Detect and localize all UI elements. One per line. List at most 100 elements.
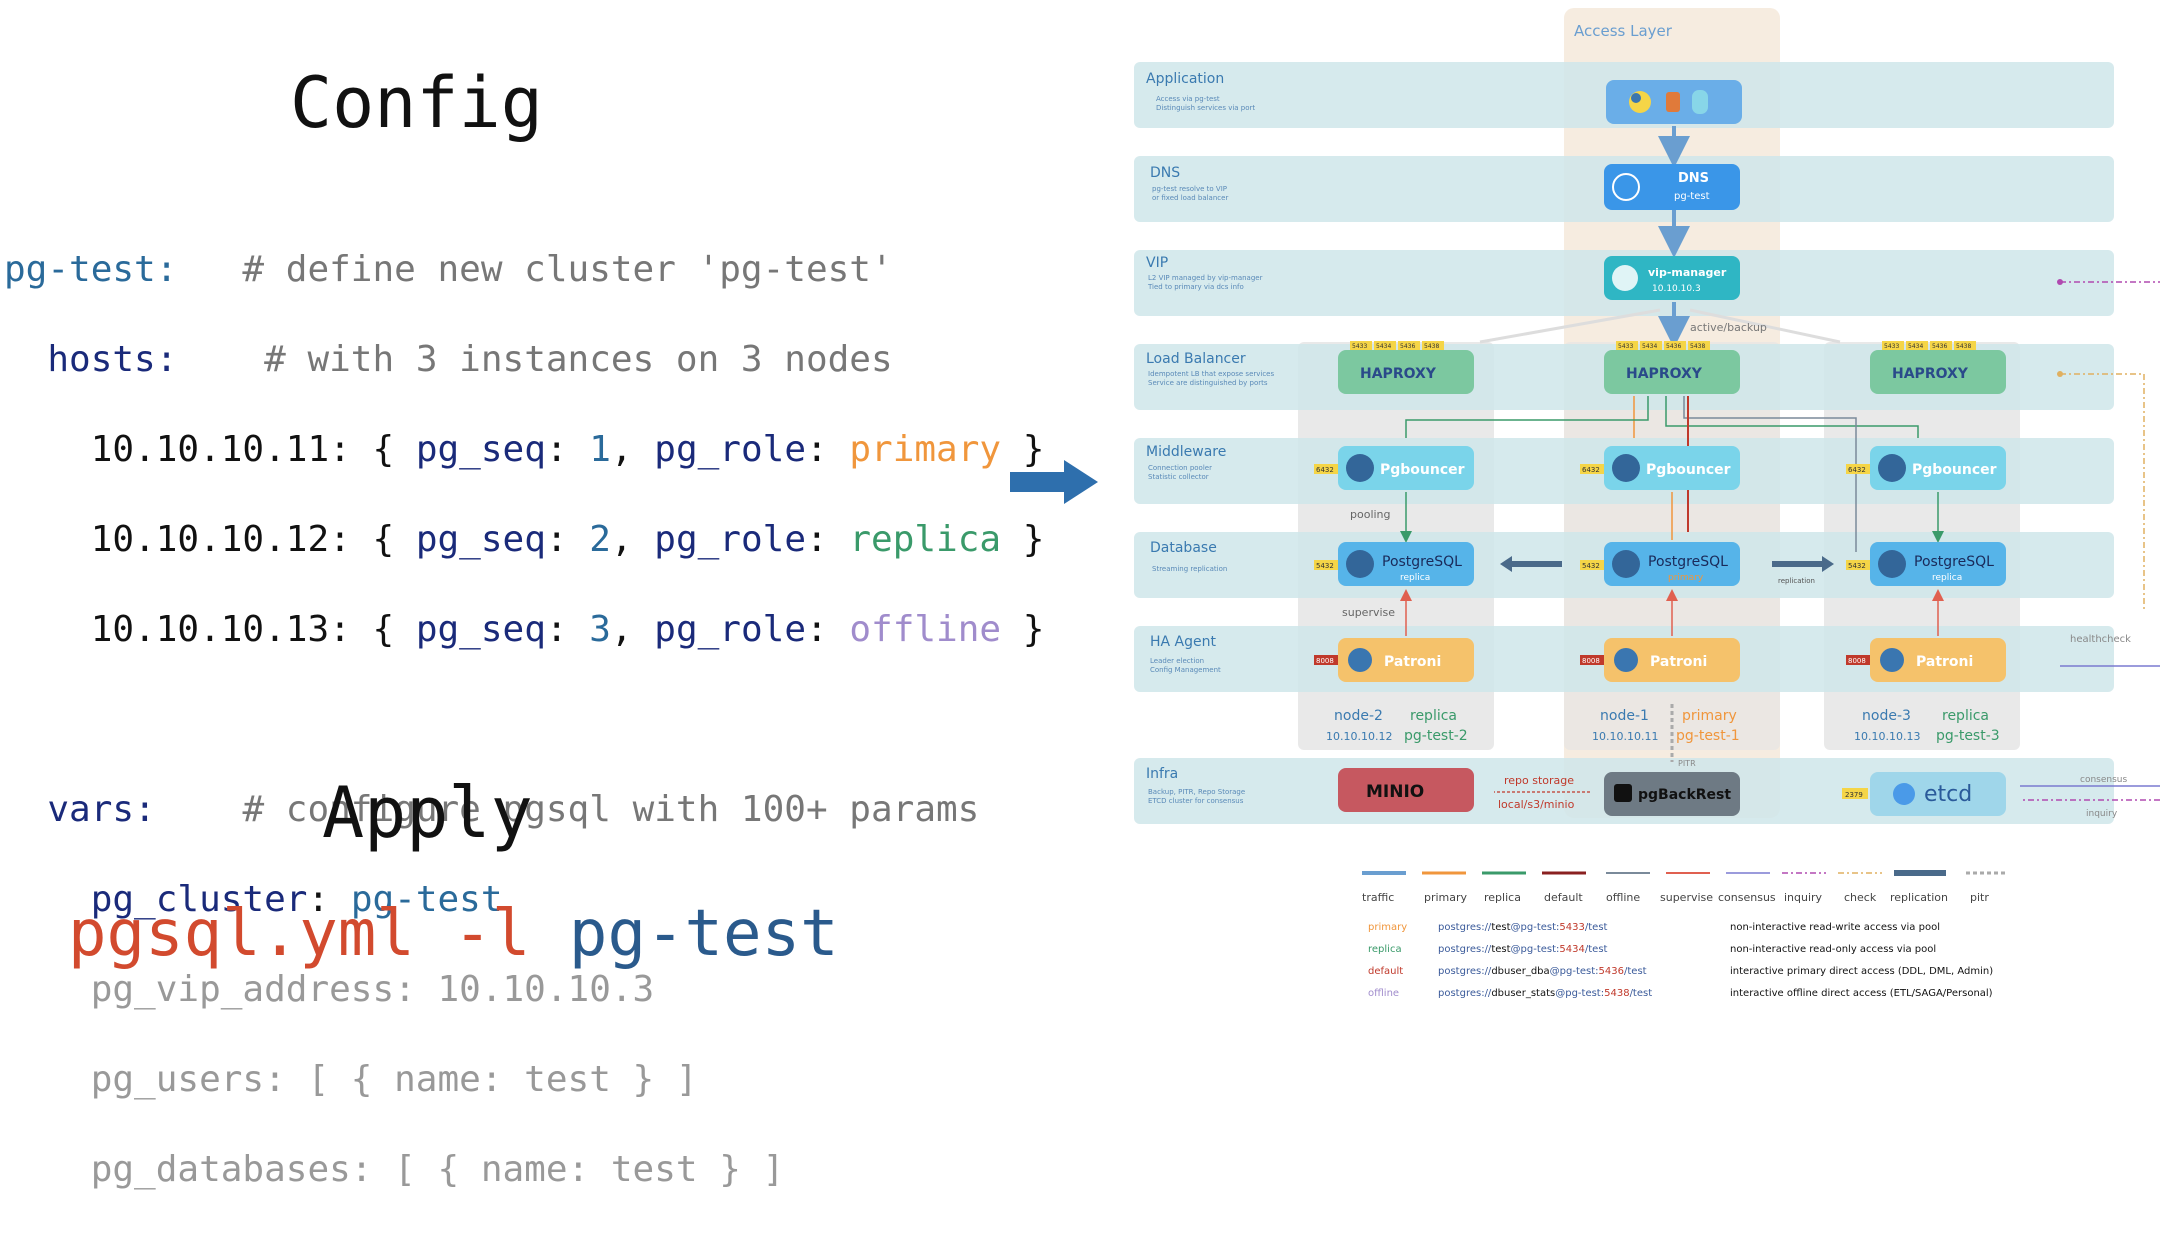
svg-text:6432: 6432	[1848, 466, 1866, 474]
layer-desc-db-1: Streaming replication	[1152, 565, 1227, 573]
svg-text:5433: 5433	[1618, 343, 1633, 350]
svg-text:5432: 5432	[1316, 562, 1334, 570]
layer-desc-dns-1: pg-test resolve to VIP	[1152, 185, 1227, 193]
layer-title-load-balancer: Load Balancer	[1146, 351, 1246, 367]
code-line-hosts: hosts: # with 3 instances on 3 nodes	[47, 339, 893, 380]
svg-text:HAPROXY: HAPROXY	[1892, 366, 1969, 382]
haproxy-node-3: HAPROXY	[1870, 350, 2006, 394]
config-heading: Config	[290, 62, 543, 144]
consensus-label: consensus	[2080, 775, 2127, 785]
svg-text:pg-test-1: pg-test-1	[1676, 728, 1740, 744]
postgres-node-2: PostgreSQL replica 5432	[1314, 542, 1474, 586]
layer-title-database: Database	[1150, 540, 1217, 556]
legend: traffic primary replica default offline …	[1362, 870, 2008, 904]
legend-check: check	[1844, 891, 1877, 904]
layer-desc-application-2: Distinguish services via port	[1156, 104, 1255, 112]
vip-router-icon	[1612, 265, 1638, 291]
python-icon	[1629, 91, 1651, 113]
repo-storage-label: repo storage	[1504, 774, 1574, 787]
legend-primary: primary	[1424, 891, 1468, 904]
svg-text:postgres://test@pg-test:5433/t: postgres://test@pg-test:5433/test	[1438, 922, 1608, 933]
svg-text:PostgreSQL: PostgreSQL	[1648, 554, 1728, 570]
go-icon	[1692, 90, 1708, 114]
svg-text:interactive primary direct acc: interactive primary direct access (DDL, …	[1730, 966, 1993, 977]
code-line-pg-cluster: pg_cluster: pg-test	[90, 879, 503, 920]
svg-text:primary: primary	[1368, 922, 1407, 933]
legend-replica: replica	[1484, 891, 1521, 904]
svg-text:offline: offline	[1368, 988, 1399, 999]
etcd-icon	[1893, 783, 1915, 805]
etcd-box: etcd 2379	[1842, 772, 2006, 816]
svg-text:HAPROXY: HAPROXY	[1360, 366, 1437, 382]
pgbouncer-node-2: Pgbouncer 6432	[1314, 446, 1474, 490]
svg-text:5432: 5432	[1582, 562, 1600, 570]
legend-pitr: pitr	[1970, 891, 1989, 904]
layer-desc-ha-2: Config Management	[1150, 666, 1221, 674]
code-line-vip: pg_vip_address: 10.10.10.3	[90, 969, 655, 1010]
svg-text:10.10.10.13: 10.10.10.13	[1854, 730, 1920, 743]
dns-box	[1604, 164, 1740, 210]
services-table: primary postgres://test@pg-test:5433/tes…	[1368, 922, 1993, 999]
svg-text:postgres://dbuser_dba@pg-test:: postgres://dbuser_dba@pg-test:5436/test	[1438, 966, 1647, 977]
pgbackrest-box: pgBackRest	[1604, 772, 1740, 816]
svg-text:non-interactive read-write acc: non-interactive read-write access via po…	[1730, 922, 1940, 933]
replication-arrows	[1500, 556, 1834, 572]
code-line-vars: vars: # configure pgsql with 100+ params	[47, 789, 980, 830]
svg-text:8008: 8008	[1848, 657, 1866, 665]
svg-text:5436: 5436	[1932, 343, 1947, 350]
code-line-host-2: 10.10.10.12: { pg_seq: 2, pg_role: repli…	[90, 519, 1045, 560]
node-3-labels: node-3 10.10.10.13 replica pg-test-3	[1854, 708, 2000, 744]
svg-text:interactive offline direct acc: interactive offline direct access (ETL/S…	[1730, 988, 1993, 999]
inquiry-label: inquiry	[2086, 809, 2118, 819]
code-line-host-1: 10.10.10.11: { pg_seq: 1, pg_role: prima…	[90, 429, 1045, 470]
svg-text:5438: 5438	[1424, 343, 1439, 350]
svg-text:5433: 5433	[1352, 343, 1367, 350]
node-2-labels: node-2 10.10.10.12 replica pg-test-2	[1326, 708, 1468, 744]
legend-inquiry: inquiry	[1784, 891, 1823, 904]
svg-text:Pgbouncer: Pgbouncer	[1912, 462, 1997, 478]
svg-text:postgres://dbuser_stats@pg-tes: postgres://dbuser_stats@pg-test:5438/tes…	[1438, 988, 1652, 999]
pgbackrest-icon	[1614, 784, 1632, 802]
replication-label: replication	[1778, 577, 1815, 585]
legend-consensus: consensus	[1718, 891, 1776, 904]
haproxy-node-2: HAPROXY	[1338, 350, 1474, 394]
layer-title-middleware: Middleware	[1146, 444, 1226, 460]
service-row-offline: offline postgres://dbuser_stats@pg-test:…	[1368, 988, 1993, 999]
legend-default: default	[1544, 891, 1583, 904]
patroni-node-3: Patroni 8008	[1846, 638, 2006, 682]
svg-text:primary: primary	[1668, 573, 1704, 583]
repo-path-label: local/s3/minio	[1498, 798, 1575, 811]
vip-box	[1604, 256, 1740, 300]
svg-text:5438: 5438	[1690, 343, 1705, 350]
dns-box-title: DNS	[1678, 171, 1709, 186]
layer-desc-infra-2: ETCD cluster for consensus	[1148, 797, 1244, 805]
code-line-users: pg_users: [ { name: test } ]	[90, 1059, 698, 1100]
svg-text:MINIO: MINIO	[1366, 782, 1424, 802]
code-line-cluster: pg-test: # define new cluster 'pg-test'	[4, 249, 893, 290]
postgres-node-1: PostgreSQL primary 5432	[1580, 542, 1740, 586]
access-layer-label: Access Layer	[1574, 22, 1673, 40]
svg-text:5432: 5432	[1848, 562, 1866, 570]
patroni-node-2: Patroni 8008	[1314, 638, 1474, 682]
code-line-dbs: pg_databases: [ { name: test } ]	[90, 1149, 785, 1190]
vip-box-title: vip-manager	[1648, 266, 1727, 279]
architecture-diagram: Access Layer Application DNS VIP Load Ba…	[1134, 8, 2160, 999]
config-code-block: pg-test: # define new cluster 'pg-test' …	[4, 202, 1044, 1237]
svg-text:5434: 5434	[1908, 343, 1923, 350]
svg-text:pgBackRest: pgBackRest	[1638, 787, 1731, 803]
legend-traffic: traffic	[1362, 891, 1394, 904]
globe-icon	[1612, 173, 1640, 201]
svg-text:5433: 5433	[1884, 343, 1899, 350]
layer-desc-mw-1: Connection pooler	[1148, 464, 1212, 472]
svg-text:5438: 5438	[1956, 343, 1971, 350]
layer-title-application: Application	[1146, 71, 1224, 87]
healthcheck-label: healthcheck	[2070, 634, 2131, 645]
svg-text:5434: 5434	[1376, 343, 1391, 350]
pgbouncer-node-3: Pgbouncer 6432	[1846, 446, 2006, 490]
svg-text:etcd: etcd	[1924, 782, 1972, 807]
svg-text:replica: replica	[1410, 708, 1457, 724]
code-line-host-3: 10.10.10.13: { pg_seq: 3, pg_role: offli…	[90, 609, 1045, 650]
pooling-label: pooling	[1350, 508, 1391, 521]
vip-box-sub: 10.10.10.3	[1652, 284, 1701, 294]
haproxy-node-1: HAPROXY	[1604, 350, 1740, 394]
